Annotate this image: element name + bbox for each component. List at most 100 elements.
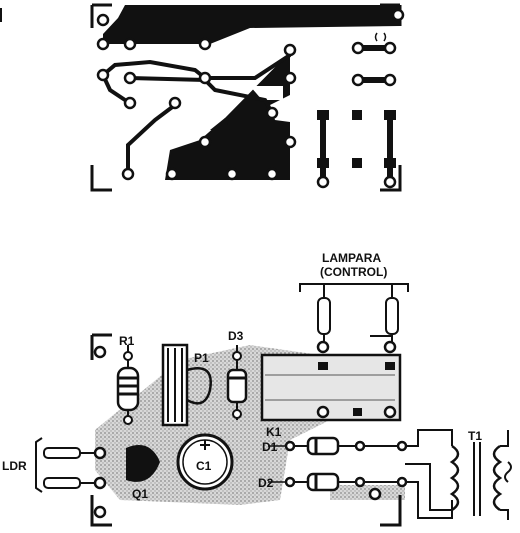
label-q1: Q1 — [132, 487, 148, 501]
label-t1: T1 — [468, 429, 482, 443]
copper-area-middle — [165, 52, 290, 180]
pad — [93, 476, 107, 490]
pad — [383, 175, 397, 189]
relay-k1 — [260, 353, 402, 422]
resistor-r1 — [116, 366, 140, 412]
pad — [123, 351, 133, 361]
pad — [123, 96, 137, 110]
pad-group — [96, 8, 405, 189]
pad — [352, 110, 362, 120]
pad — [123, 71, 137, 85]
corner-mark — [380, 165, 402, 192]
trimmer-wiper — [186, 367, 212, 405]
t1-wire — [405, 429, 453, 447]
pad — [232, 409, 242, 419]
label-d1: D1 — [262, 440, 278, 454]
pad — [354, 440, 366, 452]
corner-mark — [90, 495, 112, 527]
pad-mark — [374, 32, 387, 42]
pad — [232, 351, 242, 361]
corner-mark — [90, 3, 112, 28]
pad — [93, 446, 107, 460]
pad — [351, 73, 365, 87]
pad — [383, 73, 397, 87]
relay-pin — [383, 340, 397, 354]
pad — [396, 476, 408, 488]
relay-pin — [316, 405, 330, 419]
label-control: (CONTROL) — [320, 265, 387, 279]
trace — [205, 53, 292, 80]
pad — [96, 13, 110, 27]
pad — [283, 135, 297, 149]
copper-area-spur — [210, 118, 230, 130]
trace — [129, 76, 274, 114]
label-p1: P1 — [194, 351, 209, 365]
label-r1: R1 — [119, 334, 135, 348]
relay-pin — [385, 362, 395, 370]
pad — [284, 476, 296, 488]
pad — [123, 415, 133, 425]
label-ldr: LDR — [2, 459, 27, 473]
label-c1: C1 — [196, 459, 212, 473]
pad — [165, 167, 179, 181]
diode-d2 — [306, 472, 340, 492]
relay-pin — [318, 362, 328, 370]
relay-pin — [353, 408, 362, 416]
pad — [121, 167, 135, 181]
pad — [283, 43, 297, 57]
trace — [126, 103, 177, 170]
t1-wire — [500, 430, 509, 520]
capacitor-c1 — [176, 433, 234, 491]
mounting-hole — [93, 505, 107, 519]
pad — [391, 8, 405, 22]
corner-mark — [380, 495, 402, 527]
pad — [96, 37, 110, 51]
transistor-q1 — [126, 445, 160, 482]
pad — [265, 167, 279, 181]
ac-symbol — [504, 461, 512, 483]
pad — [317, 158, 329, 168]
pad — [123, 37, 137, 51]
label-k1: K1 — [266, 425, 282, 439]
pad — [283, 71, 297, 85]
relay-pin — [383, 405, 397, 419]
diode-d3 — [226, 368, 248, 404]
lampara-bracket — [299, 283, 409, 292]
pad — [96, 68, 110, 82]
pad — [198, 71, 212, 85]
ldr-bracket — [35, 437, 43, 493]
pad — [316, 175, 330, 189]
diode-d1 — [306, 436, 340, 456]
relay-pin — [316, 340, 330, 354]
lampara-wire-sleeve — [317, 297, 331, 335]
pad — [225, 167, 239, 181]
ldr-lead — [43, 447, 81, 459]
labels: LAMPARA (CONTROL) R1 P1 D3 K1 D1 D2 T1 C… — [2, 251, 482, 501]
label-d3: D3 — [228, 329, 244, 343]
pad — [198, 135, 212, 149]
copper-area-top — [103, 5, 400, 44]
pad — [383, 41, 397, 55]
pad — [317, 110, 329, 120]
lampara-wire-sleeve — [385, 297, 399, 335]
corner-mark — [90, 165, 112, 192]
corner-mark — [90, 333, 112, 360]
mounting-hole — [93, 345, 107, 359]
pad — [168, 96, 182, 110]
t1-secondary-coil — [492, 444, 503, 512]
label-lampara: LAMPARA — [322, 251, 381, 265]
t1-wire — [405, 463, 452, 511]
mounting-hole — [368, 487, 382, 501]
pad — [384, 110, 396, 120]
trace — [101, 59, 207, 80]
capacitor-polarity — [200, 440, 210, 450]
component-layout — [35, 283, 512, 527]
pad — [396, 440, 408, 452]
t1-wire — [405, 481, 453, 519]
ldr-lead — [43, 477, 81, 489]
pad — [351, 41, 365, 55]
pad — [352, 158, 362, 168]
pad — [354, 476, 366, 488]
pad — [265, 106, 279, 120]
